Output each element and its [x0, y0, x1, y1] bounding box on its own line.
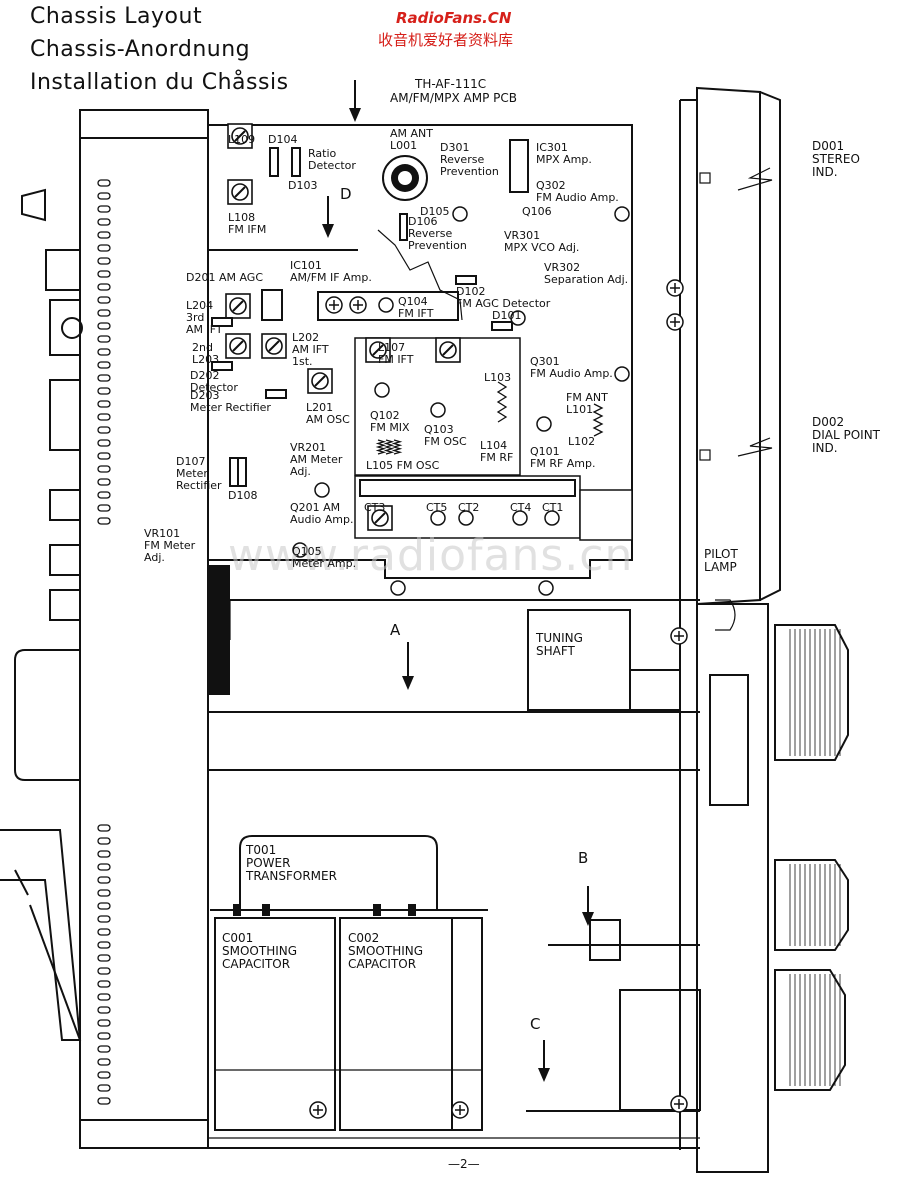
label-l204: L204 3rd AM IFT [186, 299, 223, 336]
label-q103: Q103 FM OSC [424, 423, 467, 448]
right-front-panel [679, 86, 849, 1173]
label-d104: D104 [268, 133, 298, 146]
label-vr302: VR302 Separation Adj. [544, 261, 629, 286]
label-q301: Q301 FM Audio Amp. [530, 355, 613, 380]
label-fm-ant: FM ANT L101 [566, 391, 608, 416]
label-d-arrow: D [340, 185, 352, 203]
page-number: —2— [448, 1157, 480, 1171]
label-c002: C002 SMOOTHING CAPACITOR [348, 931, 424, 971]
pcb-model: TH-AF-111C [415, 77, 487, 91]
label-d105: D105 [420, 205, 450, 218]
watermark: www.radiofans.cn [228, 530, 634, 581]
label-l104: L104 FM RF [480, 439, 514, 464]
label-ic101: IC101 AM/FM IF Amp. [290, 259, 372, 284]
label-b: B [578, 849, 589, 867]
label-d202: D202 Detector [190, 369, 238, 394]
title-fr: Installation du Chåssis [30, 70, 289, 95]
label-l102: L102 [568, 435, 596, 448]
label-d203: D203 Meter Rectifier [190, 389, 271, 414]
label-am-ant: AM ANT L001 [390, 127, 433, 152]
label-t001: T001 POWER TRANSFORMER [246, 843, 337, 883]
label-d001: D001 STEREO IND. [812, 139, 860, 179]
label-ratio-detector: Ratio Detector [308, 147, 356, 172]
label-d101: D101 [492, 309, 522, 322]
label-vr101: VR101 FM Meter Adj. [144, 527, 196, 564]
site-name-cn: 收音机爱好者资料库 [378, 31, 514, 49]
label-d301: D301 Reverse Prevention [440, 141, 499, 178]
label-d103: D103 [288, 179, 318, 192]
power-section [210, 835, 488, 1131]
left-side-panel [0, 109, 209, 1149]
label-ct5: CT5 [426, 501, 448, 514]
chassis-frame [208, 599, 701, 1149]
label-vr301: VR301 MPX VCO Adj. [504, 229, 580, 254]
pcb-name: AM/FM/MPX AMP PCB [390, 91, 517, 105]
label-q201: Q201 AM Audio Amp. [290, 501, 354, 526]
label-l107: L107 FM IFT [378, 341, 414, 366]
label-l203: 2nd L203 [192, 341, 220, 366]
label-a: A [390, 621, 401, 639]
site-name: RadioFans.CN [396, 9, 512, 27]
label-l105: L105 FM OSC [366, 459, 440, 472]
label-d201: D201 AM AGC [186, 271, 264, 284]
label-l108: L108 FM IFM [228, 211, 267, 236]
label-q104: Q104 FM IFT [398, 295, 434, 320]
label-tuning-shaft: TUNING SHAFT [536, 631, 583, 658]
label-l103: L103 [484, 371, 512, 384]
label-vr201: VR201 AM Meter Adj. [290, 441, 343, 478]
label-ct1: CT1 [542, 501, 564, 514]
label-q101: Q101 FM RF Amp. [530, 445, 596, 470]
label-pilot-lamp: PILOT LAMP [704, 547, 738, 574]
title-en: Chassis Layout [30, 4, 203, 29]
pcb-components [211, 123, 688, 1119]
label-d002: D002 DIAL POINT IND. [812, 415, 881, 455]
label-ic301: IC301 MPX Amp. [536, 141, 592, 166]
label-l201: L201 AM OSC [306, 401, 350, 426]
label-q102: Q102 FM MIX [370, 409, 410, 434]
label-d108: D108 [228, 489, 258, 502]
label-q105: Q105 Meter Amp. [292, 545, 357, 570]
label-ct3: CT3 [364, 501, 386, 514]
label-l202: L202 AM IFT 1st. [292, 331, 329, 368]
label-d106: D106 Reverse Prevention [408, 215, 467, 252]
label-ct4: CT4 [510, 501, 532, 514]
label-c: C [530, 1015, 541, 1033]
label-d107: D107 Meter Rectifier [176, 455, 222, 492]
label-d102: D102 FM AGC Detector [456, 285, 551, 310]
label-q302: Q302 FM Audio Amp. [536, 179, 619, 204]
label-q106: Q106 [522, 205, 552, 218]
title-de: Chassis-Anordnung [30, 37, 251, 62]
arrows [322, 80, 773, 1082]
label-l109: L109 [228, 133, 256, 146]
label-ct2: CT2 [458, 501, 480, 514]
label-c001: C001 SMOOTHING CAPACITOR [222, 931, 298, 971]
